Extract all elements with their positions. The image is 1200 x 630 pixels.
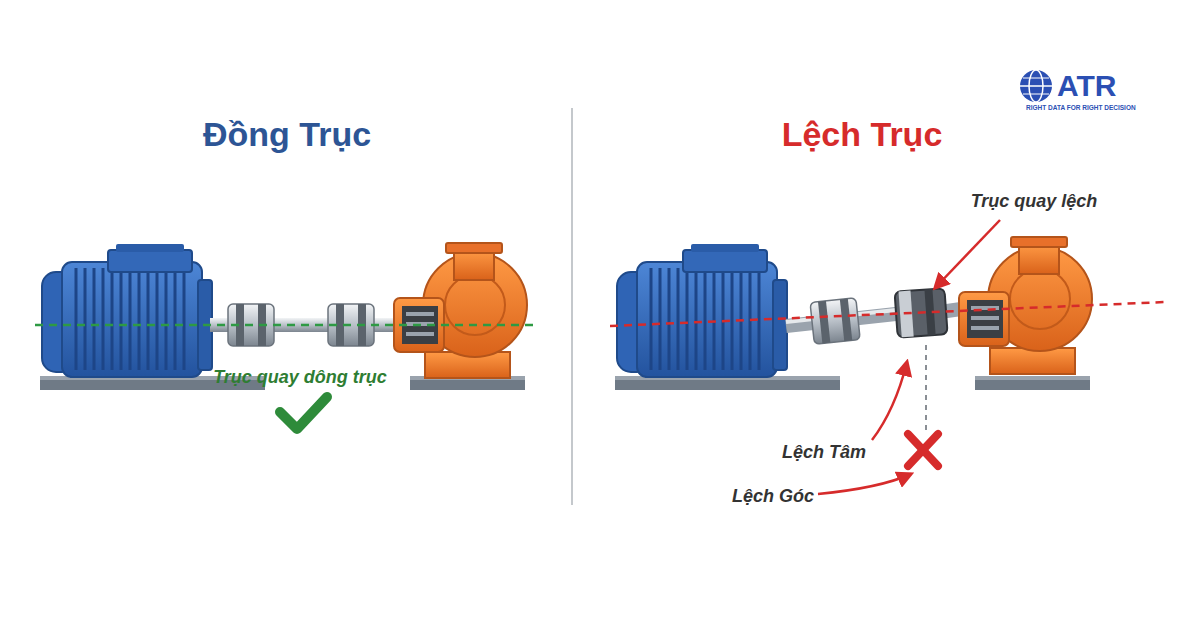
logo-text: ATR [1057, 69, 1116, 102]
motor-fin [147, 268, 150, 370]
pump [975, 376, 1090, 390]
motor-fin [120, 268, 123, 370]
axis-line [35, 324, 535, 327]
motor-fin [659, 268, 662, 370]
offset-guide [925, 345, 927, 432]
motor-fin [174, 268, 177, 370]
callout-label: Lệch Góc [732, 487, 814, 507]
motor-fin [722, 268, 725, 370]
motor-fin [704, 268, 707, 370]
cross-mark [908, 434, 938, 466]
leader-arrow [872, 362, 907, 440]
motor-fin [677, 268, 680, 370]
motor-fin [93, 268, 96, 370]
motor-fin [165, 268, 168, 370]
pump [394, 243, 527, 390]
callout-label: Trục quay lệch [971, 192, 1098, 212]
motor-fin [138, 268, 141, 370]
motor-fin [758, 268, 761, 370]
motor-fin [695, 268, 698, 370]
motor-fin [111, 268, 114, 370]
callout-label: Lệch Tâm [782, 443, 866, 463]
leader-arrow [935, 220, 1000, 288]
motor-fin [183, 268, 186, 370]
motor-fin [84, 268, 87, 370]
divider [571, 108, 573, 505]
motor-fin [75, 268, 78, 370]
motor-fin [731, 268, 734, 370]
motor-fin [668, 268, 671, 370]
motor-fin [156, 268, 159, 370]
motor-fin [129, 268, 132, 370]
motor-fin [740, 268, 743, 370]
leader-arrow [818, 474, 911, 494]
section-heading: Đồng Trục [203, 116, 371, 153]
logo-globe [1020, 70, 1052, 102]
check-mark [280, 397, 327, 429]
motor-fin [686, 268, 689, 370]
motor-fin [713, 268, 716, 370]
axis-line [610, 302, 1165, 326]
motor-fin [102, 268, 105, 370]
motor-fin [650, 268, 653, 370]
section-heading: Lệch Trục [782, 116, 943, 153]
coupling [810, 298, 860, 345]
logo-tagline: RIGHT DATA FOR RIGHT DECISION [1026, 104, 1136, 111]
status-note: Trục quay dông trục [213, 368, 387, 388]
